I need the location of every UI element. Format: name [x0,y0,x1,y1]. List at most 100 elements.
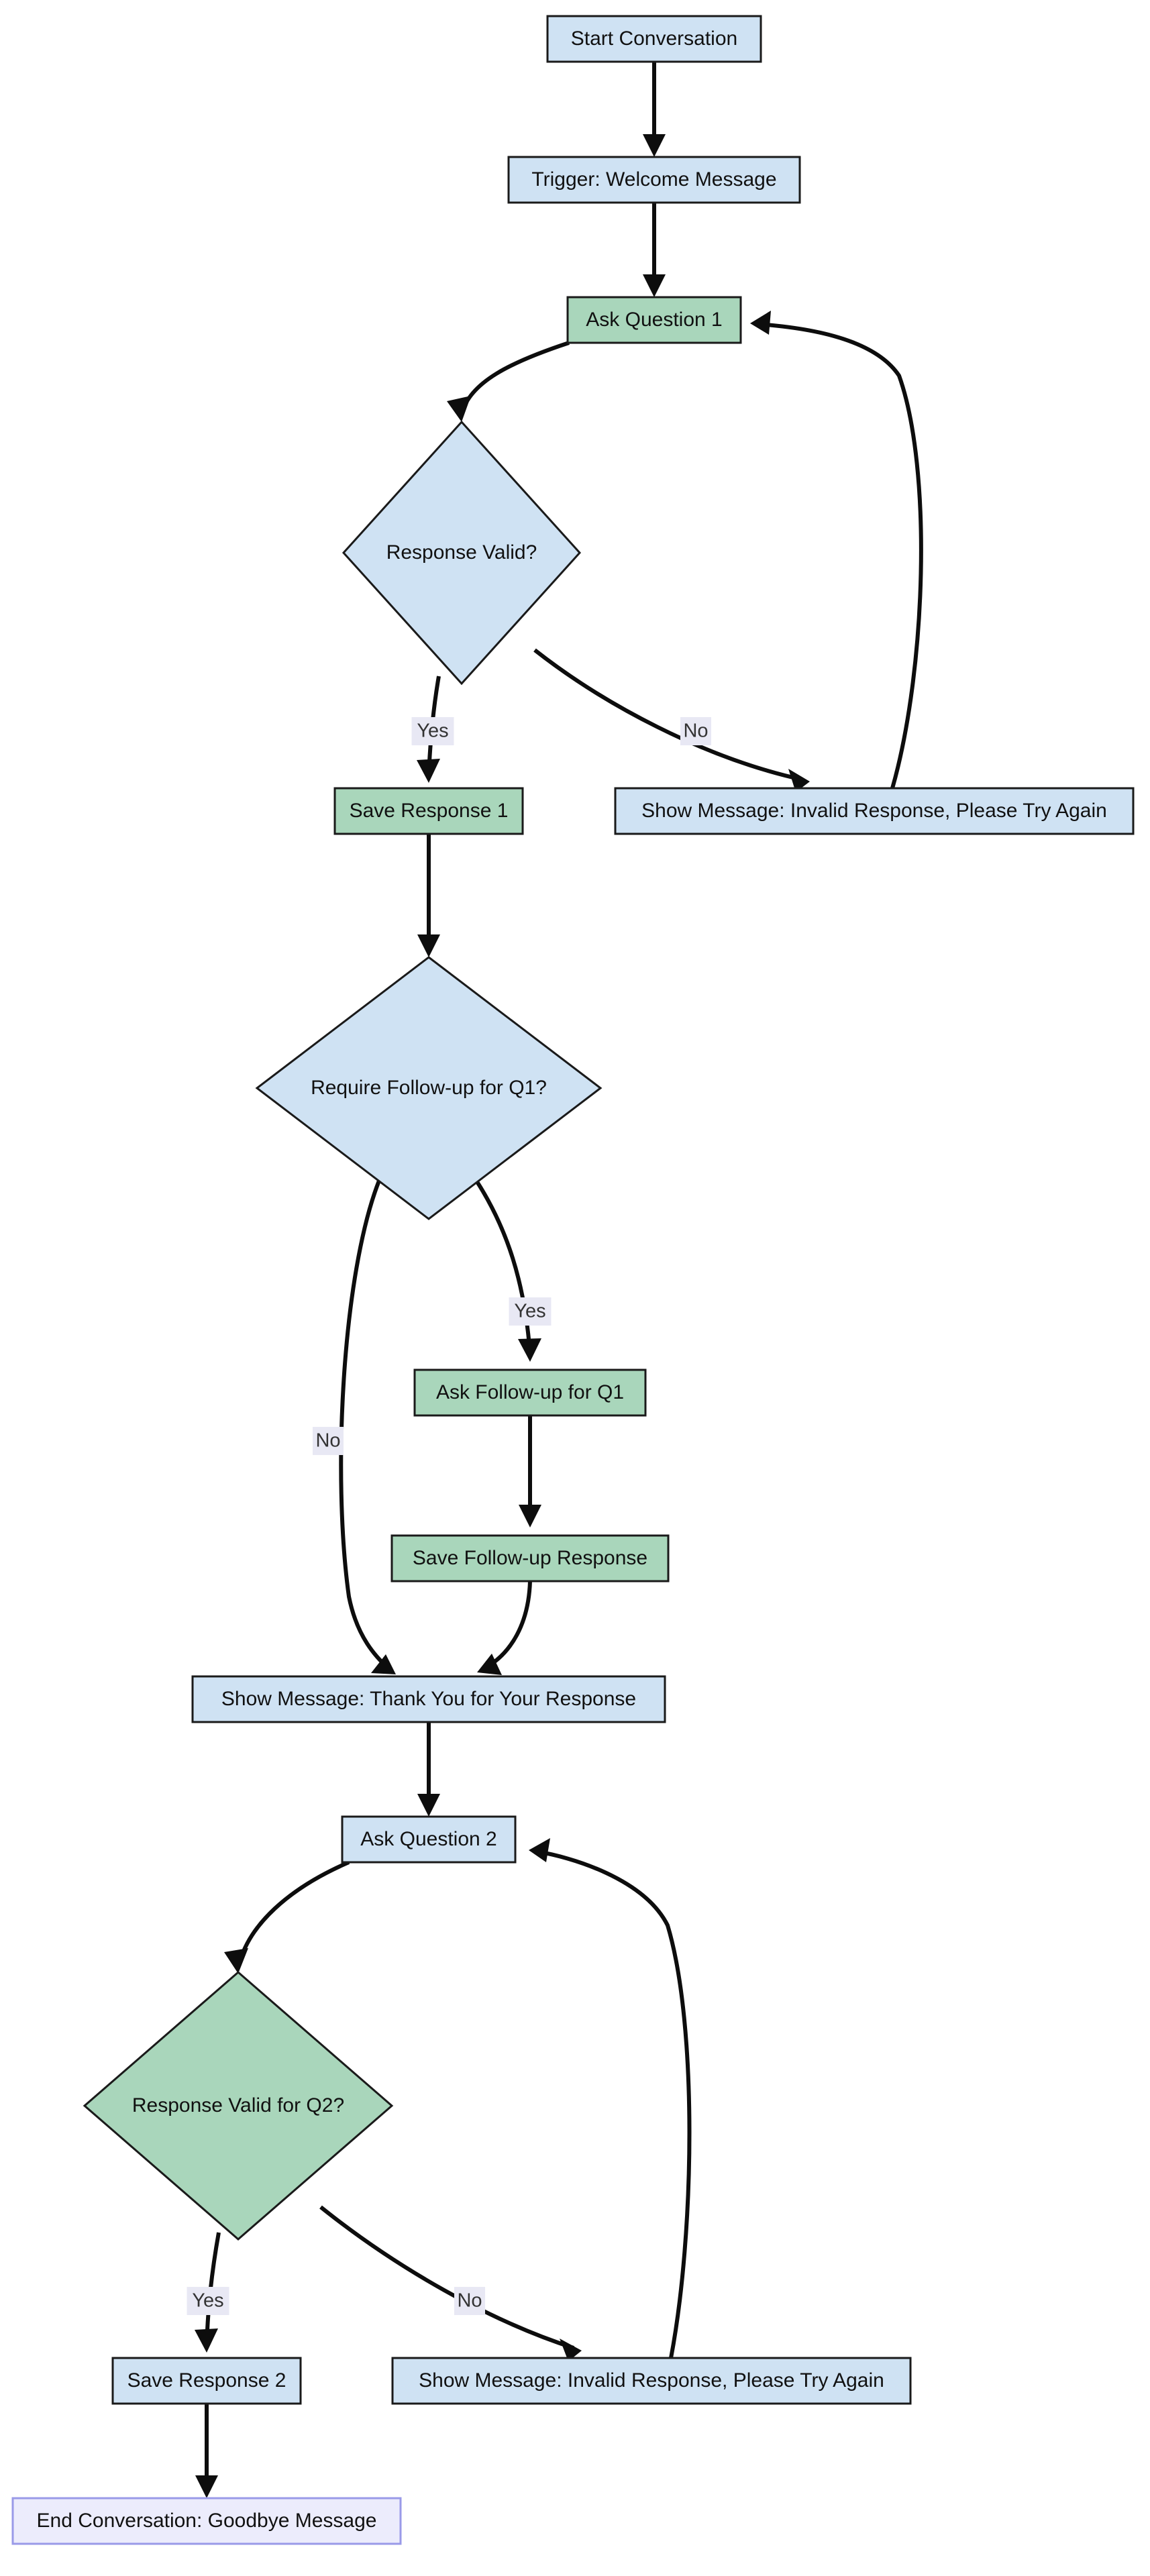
process-box-shape [614,787,1135,835]
edge-askq1-to-valid1 [447,341,570,422]
edge-label-e4: Yes [411,717,454,745]
node-label-needfollow: Require Follow-up for Q1? [311,1077,547,1099]
edge-invalid2-to-askq2 [529,1838,692,2359]
edge-label-background [454,2287,485,2315]
edge-needfollow-to-thankyou [339,1179,396,1674]
node-label-askq1: Ask Question 1 [586,309,722,331]
node-invalid1[interactable]: Show Message: Invalid Response, Please T… [614,787,1135,835]
arrowhead-icon [371,1654,396,1674]
arrowhead-icon [750,311,771,335]
edge-needfollow-to-askfollow [474,1179,541,1362]
node-label-invalid2: Show Message: Invalid Response, Please T… [419,2369,884,2392]
edge-line [339,1179,391,1671]
process-box-shape [391,2357,912,2405]
node-label-invalid1: Show Message: Invalid Response, Please T… [641,800,1107,822]
edge-thankyou-to-askq2 [417,1722,440,1817]
node-label-save1: Save Response 1 [350,800,509,822]
edge-label-text: No [683,720,708,742]
node-needfollow[interactable]: Require Follow-up for Q1? [255,956,603,1220]
edge-askq2-to-valid2 [224,1860,350,1974]
process-box-shape [546,15,762,63]
edge-line [460,341,570,415]
node-save1[interactable]: Save Response 1 [333,787,524,835]
edge-valid2-to-invalid2 [319,2205,582,2361]
node-label-askfollow: Ask Follow-up for Q1 [436,1381,624,1403]
edge-label-background [680,717,711,745]
edge-label-text: Yes [417,720,448,742]
edge-label-background [509,1297,552,1326]
edge-start-to-trigger [643,62,666,157]
node-start[interactable]: Start Conversation [546,15,762,63]
edges-layer [195,62,923,2498]
edge-askfollow-to-savefollow [519,1415,541,1527]
process-box-shape [413,1368,647,1417]
process-box-shape [566,296,742,344]
edge-line [474,1179,532,1354]
node-invalid2[interactable]: Show Message: Invalid Response, Please T… [391,2357,912,2405]
edge-label-background [313,1427,344,1455]
node-askfollow[interactable]: Ask Follow-up for Q1 [413,1368,647,1417]
node-label-valid1: Response Valid? [386,541,537,564]
edge-label-e9: No [313,1427,344,1455]
edge-valid1-to-invalid1 [533,648,810,792]
node-askq2[interactable]: Ask Question 2 [341,1815,517,1864]
process-box-shape [390,1534,670,1582]
node-end[interactable]: End Conversation: Goodbye Message [11,2497,402,2545]
edge-label-background [411,717,454,745]
arrowhead-icon [477,1654,502,1675]
node-thankyou[interactable]: Show Message: Thank You for Your Respons… [191,1675,666,1723]
node-askq1[interactable]: Ask Question 1 [566,296,742,344]
decision-diamond-shape [255,956,603,1220]
node-valid2[interactable]: Response Valid for Q2? [83,1971,394,2241]
arrowhead-icon [417,759,440,783]
decision-diamond-shape [342,420,582,686]
node-label-savefollow: Save Follow-up Response [413,1547,647,1569]
arrowhead-icon [224,1948,248,1974]
edge-label-text: No [457,2290,482,2312]
node-save2[interactable]: Save Response 2 [111,2357,302,2405]
process-box-shape [507,156,801,204]
node-label-thankyou: Show Message: Thank You for Your Respons… [221,1688,636,1710]
node-trigger[interactable]: Trigger: Welcome Message [507,156,801,204]
arrowhead-icon [195,2328,218,2353]
arrowhead-icon [518,1338,541,1362]
node-label-start: Start Conversation [571,28,737,50]
edge-label-background [187,2287,229,2315]
edge-label-e15: No [454,2287,485,2315]
process-box-shape [333,787,524,835]
arrowhead-icon [195,2475,218,2498]
edge-line [536,1849,692,2359]
edge-line [533,648,802,782]
node-label-save2: Save Response 2 [127,2369,286,2392]
process-box-shape [191,1675,666,1723]
edge-line [757,322,923,789]
edge-line [319,2205,574,2350]
arrowhead-icon [417,934,440,957]
edge-savefollow-to-thankyou [477,1580,532,1675]
arrowhead-icon [643,274,666,297]
arrowhead-icon [529,1838,550,1862]
arrowhead-icon [643,134,666,157]
edge-label-text: Yes [192,2290,223,2312]
edge-label-text: No [315,1430,340,1452]
node-savefollow[interactable]: Save Follow-up Response [390,1534,670,1582]
terminal-box-shape [11,2497,402,2545]
edge-label-e5: No [680,717,711,745]
edge-label-text: Yes [514,1301,545,1322]
node-label-end: End Conversation: Goodbye Message [37,2510,377,2532]
process-box-shape [111,2357,302,2405]
process-box-shape [341,1815,517,1864]
edge-save1-to-needfollow [417,834,440,957]
node-label-askq2: Ask Question 2 [360,1828,496,1850]
node-valid1[interactable]: Response Valid? [342,420,582,686]
edge-line [237,1860,350,1966]
arrowhead-icon [417,1794,440,1817]
arrowhead-icon [560,2339,582,2361]
edge-save2-to-end [195,2404,218,2498]
node-label-valid2: Response Valid for Q2? [132,2094,344,2116]
arrowhead-icon [447,396,471,422]
